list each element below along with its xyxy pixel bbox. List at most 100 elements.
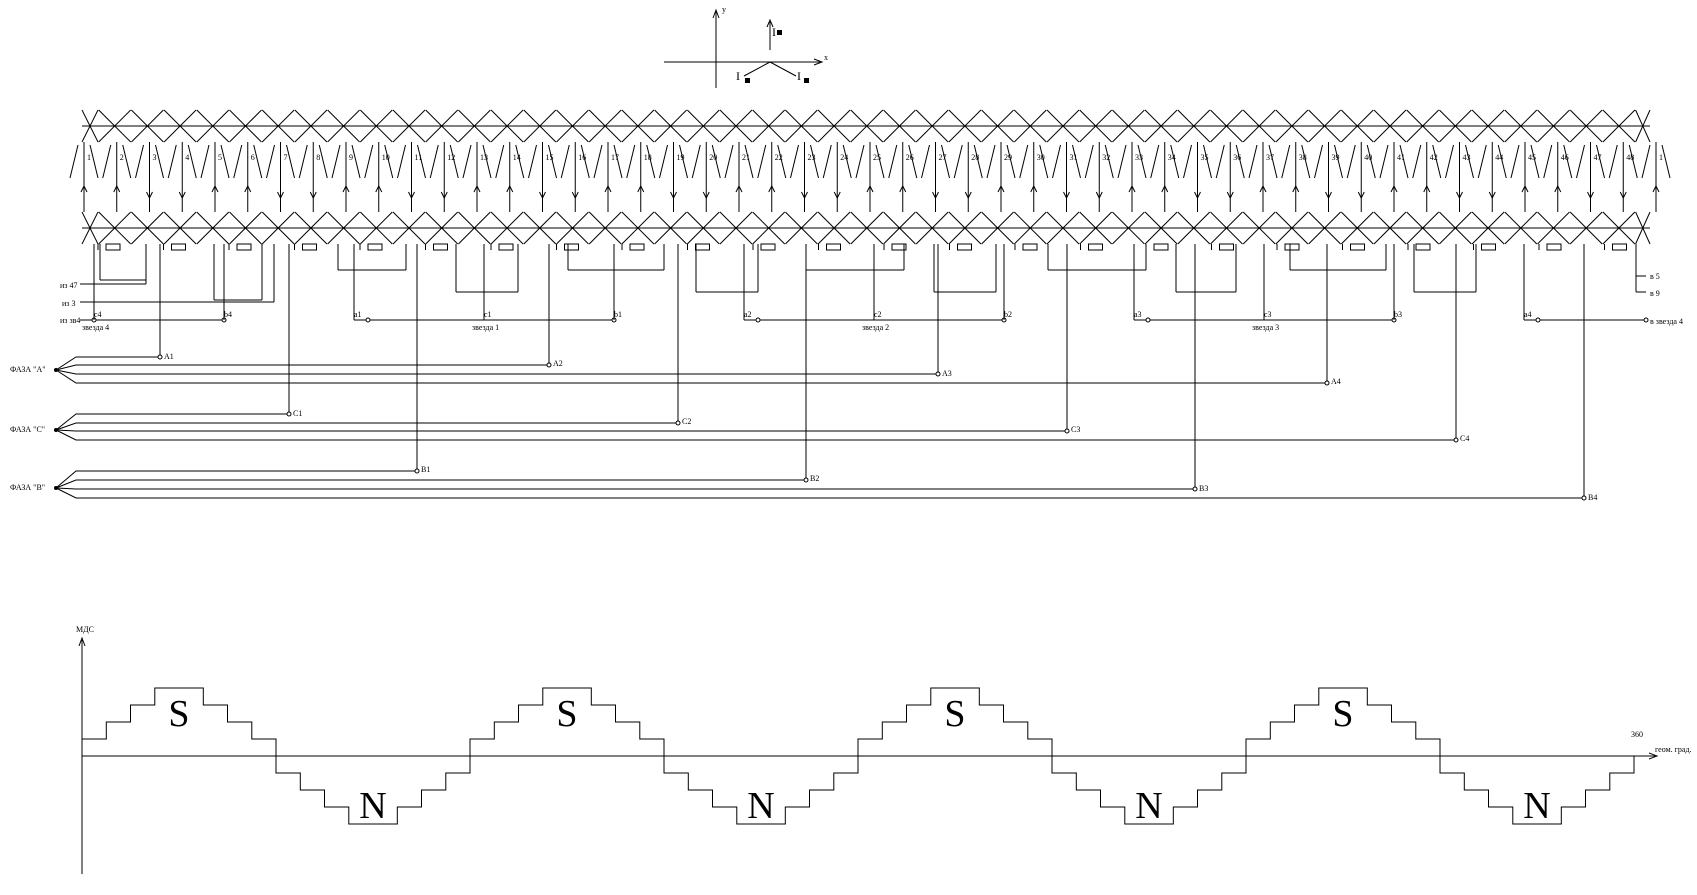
slot-chevron xyxy=(1346,144,1356,179)
tap-a2: A2 xyxy=(553,359,563,368)
slot-chevron xyxy=(449,144,459,179)
phase-tap-node xyxy=(414,468,420,474)
current-direction-arrow xyxy=(702,191,710,200)
current-direction-arrow xyxy=(670,191,677,200)
slot-number: 43 xyxy=(1463,153,1471,162)
slot-chevron xyxy=(1477,144,1487,179)
coil-end-connector xyxy=(1612,243,1627,251)
pole-label: N xyxy=(359,785,386,827)
phase-feed xyxy=(55,479,806,489)
current-subscript-left xyxy=(745,78,750,83)
coil-end-connector xyxy=(1481,243,1496,251)
slot-chevron xyxy=(691,144,701,179)
current-direction-arrow xyxy=(1292,184,1300,193)
pole-label: S xyxy=(1332,693,1353,735)
slot-chevron xyxy=(908,144,918,179)
slot-number: 22 xyxy=(775,153,783,162)
slot-number: 36 xyxy=(1233,153,1241,162)
star-c1-label: c1 xyxy=(484,310,492,319)
y-axis-arrowhead xyxy=(712,8,720,19)
phase-tap-node xyxy=(286,411,292,417)
slot-chevron xyxy=(1596,144,1605,179)
current-direction-arrow xyxy=(1226,191,1234,200)
star-node xyxy=(755,317,761,323)
current-direction-arrow xyxy=(309,191,317,200)
current-direction-arrow xyxy=(1587,191,1594,200)
slot-chevron xyxy=(318,144,328,179)
current-direction-arrow xyxy=(1030,184,1038,193)
slot-chevron xyxy=(89,144,99,179)
tap-a1: A1 xyxy=(164,352,174,361)
slot-chevron xyxy=(1268,144,1278,179)
slot-number: 25 xyxy=(873,153,881,162)
slot-number: 48 xyxy=(1626,153,1634,162)
slot-number: 31 xyxy=(1070,153,1078,162)
star-node xyxy=(365,317,371,323)
slot-chevron xyxy=(1137,144,1147,179)
phase-feed xyxy=(55,429,1456,441)
wire-label-from-3: из 3 xyxy=(62,299,75,308)
slot-number: 32 xyxy=(1102,153,1110,162)
current-direction-arrow xyxy=(277,191,284,200)
slot-chevron xyxy=(659,144,668,179)
slot-chevron xyxy=(1084,144,1094,179)
slot-chevron xyxy=(679,144,688,179)
slot-chevron xyxy=(233,144,243,179)
pole-label: N xyxy=(747,785,774,827)
coil-end-connector xyxy=(1219,243,1234,251)
x-axis-label: x xyxy=(824,53,828,62)
slot-number: 27 xyxy=(939,153,947,162)
current-direction-arrow xyxy=(1194,191,1201,200)
slot-number: 17 xyxy=(611,153,619,162)
mmf-x-unit: геом. град. xyxy=(1655,745,1692,754)
slot-number: 5 xyxy=(218,153,222,162)
current-direction-arrow xyxy=(146,191,153,200)
slot-number: 46 xyxy=(1561,153,1569,162)
star-c3-label: c3 xyxy=(1264,310,1272,319)
current-direction-arrow xyxy=(1161,184,1169,193)
mmf-x-end-label: 360 xyxy=(1631,730,1643,739)
slot-number: 3 xyxy=(153,153,157,162)
current-subscript-right xyxy=(804,78,809,83)
wire-label-from-47: из 47 xyxy=(60,281,77,290)
slot-chevron xyxy=(1366,144,1376,179)
slot-chevron xyxy=(1104,144,1114,179)
slot-chevron xyxy=(953,144,963,179)
tap-c1: C1 xyxy=(293,409,302,418)
tap-b2: B2 xyxy=(810,474,819,483)
coil-end-connector xyxy=(1415,243,1431,251)
star-3-name: звезда 3 xyxy=(1252,323,1279,332)
coil-end-connector xyxy=(564,243,579,251)
current-vector-left xyxy=(743,61,771,77)
coil-end-connector xyxy=(891,243,907,251)
tap-b3: B3 xyxy=(1199,484,1208,493)
slot-chevron xyxy=(417,144,426,179)
coil-end-connector xyxy=(236,243,252,251)
phase-feed xyxy=(55,369,1327,384)
slot-chevron xyxy=(1334,144,1343,179)
coil-end-connector xyxy=(629,243,645,251)
slot-number: 12 xyxy=(447,153,455,162)
slot-number: 28 xyxy=(971,153,979,162)
slot-number: 23 xyxy=(808,153,816,162)
slot-chevron xyxy=(1215,144,1225,179)
coil-end-connector xyxy=(760,243,776,251)
coil-end-connector xyxy=(171,243,186,251)
slot-chevron xyxy=(1608,144,1618,179)
slot-chevron xyxy=(888,144,898,179)
phase-tap-node xyxy=(1581,495,1587,501)
current-direction-arrow xyxy=(1521,184,1529,193)
slot-chevron xyxy=(286,144,295,179)
pole-label: N xyxy=(1135,785,1162,827)
coil-end-connector xyxy=(1088,243,1103,251)
current-direction-arrow xyxy=(604,184,612,193)
coil-end-connector xyxy=(1284,243,1300,251)
wire-label-to-9: в 9 xyxy=(1650,289,1660,298)
phase-feed xyxy=(55,356,160,371)
star-c2-label: c2 xyxy=(874,310,882,319)
slot-chevron xyxy=(1019,144,1029,179)
phase-c-label: ФАЗА "С" xyxy=(10,425,45,434)
